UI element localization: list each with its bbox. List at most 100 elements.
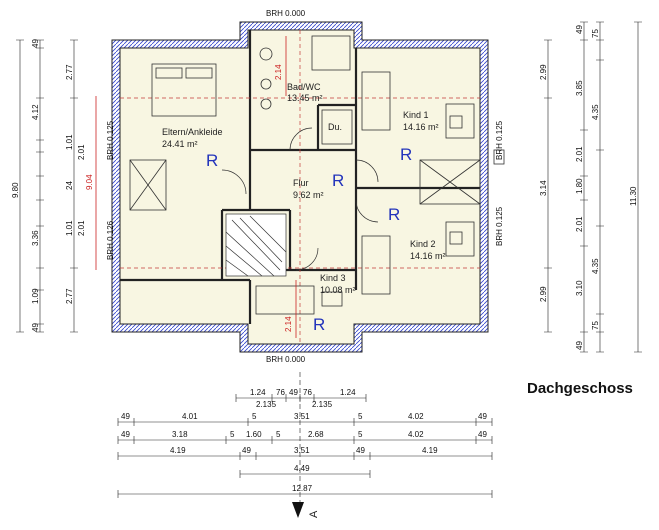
bottom-dimension-labels: 1.24 76 49 76 1.24 2.135 2.135 49 4.01 5…: [121, 388, 487, 493]
dim-left-11: 2.77: [65, 288, 74, 304]
room-area-kind2: 14.16 m²: [410, 251, 446, 261]
left-dimensions: [16, 39, 78, 333]
dim-b4-1: 4.19: [170, 446, 186, 455]
dim-b3-1: 49: [121, 430, 130, 439]
wardrobe-eltern: [129, 159, 167, 211]
bathtub: [311, 35, 351, 71]
dim-left-3: 4.12: [31, 104, 40, 120]
bed-kind2: [361, 235, 391, 295]
dim-left-1: 49: [31, 39, 40, 48]
dim-b3-9: 49: [478, 430, 487, 439]
dim-b4-3: 3.51: [294, 446, 310, 455]
roof-lines: [120, 30, 480, 344]
dim-b1-1: 1.24: [250, 388, 266, 397]
dim-left-5: 2.01: [77, 144, 86, 160]
dim-b3-3: 5: [230, 430, 235, 439]
brh-labels: BRH 0.000 BRH 0.000 BRH 0.125 BRH 0.126 …: [106, 9, 504, 364]
brh-right-lower: BRH 0.125: [495, 206, 504, 246]
dim-b1-3: 49: [289, 388, 298, 397]
furniture: [129, 35, 505, 315]
dim-b3-8: 4.02: [408, 430, 424, 439]
desk-kind2: [445, 221, 475, 257]
r-marker-kind3: R: [313, 315, 325, 334]
dim-b3-7: 5: [358, 430, 363, 439]
room-name-kind3: Kind 3: [320, 273, 346, 283]
room-name-bad: Bad/WC: [287, 82, 321, 92]
room-area-eltern: 24.41 m²: [162, 139, 198, 149]
dim-b4-2: 49: [242, 446, 251, 455]
staircase: [225, 213, 287, 277]
r-marker-kind1: R: [400, 145, 412, 164]
dim-b2-2: 4.01: [182, 412, 198, 421]
desk-kind1: [445, 103, 475, 139]
wardrobe-kind: [419, 159, 481, 205]
room-area-kind1: 14.16 m²: [403, 122, 439, 132]
r-marker-kind2: R: [388, 205, 400, 224]
room-name-kind1: Kind 1: [403, 110, 429, 120]
room-area-flur: 9.62 m²: [293, 190, 324, 200]
dim-b5: 4.49: [294, 464, 310, 473]
bed-kind1: [361, 71, 391, 131]
height-markers: 2.14 2.14 9.04: [85, 36, 297, 338]
dim-right-14: 49: [575, 341, 584, 350]
dim-b2-5: 5: [358, 412, 363, 421]
dim-bottom-total: 12.87: [292, 484, 313, 493]
dim-b3-5: 5: [276, 430, 281, 439]
door-swings: [221, 127, 379, 271]
r-marker-eltern: R: [206, 151, 218, 170]
dim-right-13: 75: [591, 321, 600, 330]
shower: [321, 109, 353, 145]
dim-left-total: 9.80: [11, 182, 20, 198]
dim-right-9: 2.01: [575, 216, 584, 232]
room-name-kind2: Kind 2: [410, 239, 436, 249]
bed-kind3: [255, 285, 315, 315]
r-markers: R R R R R: [206, 145, 412, 334]
right-dimensions: [544, 21, 642, 353]
dim-b3-2: 3.18: [172, 430, 188, 439]
dim-left-7: 2.01: [77, 220, 86, 236]
dim-b2-7: 49: [478, 412, 487, 421]
room-label-du: Du.: [328, 122, 342, 132]
height-span-label: 9.04: [85, 174, 94, 190]
dim-b2-6: 4.02: [408, 412, 424, 421]
dim-left-10: 1.09: [31, 288, 40, 304]
dim-b2-1: 49: [121, 412, 130, 421]
dim-right-2: 75: [591, 29, 600, 38]
bed-eltern: [151, 63, 217, 117]
dim-b1-5: 1.24: [340, 388, 356, 397]
bottom-dimensions: [117, 372, 493, 512]
dim-right-8: 3.14: [539, 180, 548, 196]
dim-right-1: 49: [575, 25, 584, 34]
dim-b4-5: 4.19: [422, 446, 438, 455]
dim-right-11: 3.10: [575, 280, 584, 296]
dim-right-6: 2.01: [575, 146, 584, 162]
dim-b1b-2: 2.135: [312, 400, 333, 409]
dim-b1-2: 76: [276, 388, 285, 397]
dim-left-12: 49: [31, 323, 40, 332]
dim-left-2: 2.77: [65, 64, 74, 80]
dim-right-total: 11.30: [629, 186, 638, 206]
section-marker-letter: A: [308, 510, 320, 518]
dim-b1b-1: 2.135: [256, 400, 277, 409]
room-area-bad: 13.45 m²: [287, 93, 323, 103]
dim-b1-4: 76: [303, 388, 312, 397]
brh-bottom: BRH 0.000: [266, 355, 306, 364]
dim-right-3: 2.99: [539, 64, 548, 80]
brh-left-upper: BRH 0.125: [106, 120, 115, 160]
height-label-bottom: 2.14: [284, 316, 293, 332]
dim-b3-4: 1.60: [246, 430, 262, 439]
left-dimension-labels: 49 2.77 4.12 1.01 2.01 24 2.01 1.01 3.36…: [11, 39, 86, 332]
room-labels: Eltern/Ankleide 24.41 m² Bad/WC 13.45 m²…: [162, 82, 446, 295]
plan-title: Dachgeschoss: [527, 380, 633, 397]
dim-right-4: 3.85: [575, 80, 584, 96]
brh-left-lower: BRH 0.126: [106, 220, 115, 260]
brh-top: BRH 0.000: [266, 9, 306, 18]
height-label-top: 2.14: [274, 64, 283, 80]
dim-b3-6: 2.68: [308, 430, 324, 439]
right-dimension-labels: 49 75 2.99 3.85 4.35 2.01 1.80 3.14 2.01…: [539, 25, 638, 350]
dim-b4-4: 49: [356, 446, 365, 455]
dim-left-8: 1.01: [65, 220, 74, 236]
dim-right-7: 1.80: [575, 178, 584, 194]
room-name-eltern: Eltern/Ankleide: [162, 127, 223, 137]
